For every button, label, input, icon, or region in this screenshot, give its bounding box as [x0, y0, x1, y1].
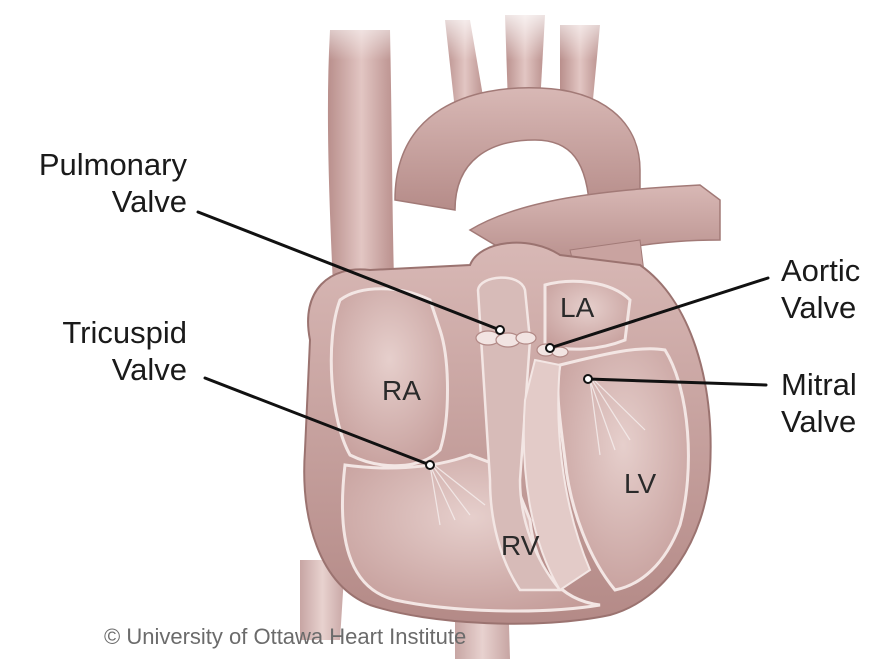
- chamber-label-ra: RA: [382, 375, 421, 407]
- chamber-label-la: LA: [560, 292, 594, 324]
- aortic-valve-label-line1: Aortic: [781, 252, 860, 289]
- tricuspid-valve-label: Tricuspid Valve: [12, 314, 187, 388]
- aortic-valve-label-line2: Valve: [781, 289, 860, 326]
- mitral-valve-label: Mitral Valve: [781, 366, 857, 440]
- tricuspid-valve-label-line2: Valve: [12, 351, 187, 388]
- tricuspid-valve-label-line1: Tricuspid: [12, 314, 187, 351]
- mitral-valve-label-line1: Mitral: [781, 366, 857, 403]
- chamber-label-rv: RV: [501, 530, 539, 562]
- pulmonary-valve-label-line2: Valve: [12, 183, 187, 220]
- pulmonary-valve-label: Pulmonary Valve: [12, 146, 187, 220]
- copyright-notice: © University of Ottawa Heart Institute: [104, 624, 466, 650]
- pulmonary-valve-label-line1: Pulmonary: [12, 146, 187, 183]
- chamber-label-lv: LV: [624, 468, 656, 500]
- mitral-valve-label-line2: Valve: [781, 403, 857, 440]
- aortic-valve-label: Aortic Valve: [781, 252, 860, 326]
